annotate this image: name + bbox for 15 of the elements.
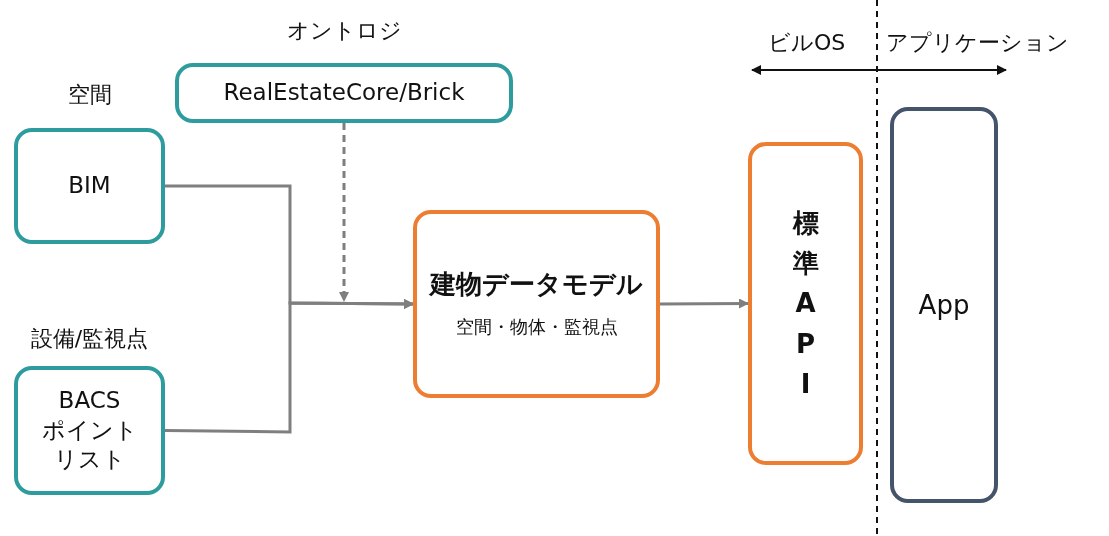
node-label: BACSポイントリスト	[41, 385, 138, 475]
arrow	[339, 123, 349, 302]
arrow	[660, 298, 749, 309]
node-label: RealEstateCore/Brick	[222, 78, 466, 108]
node-label: BIM	[67, 171, 112, 201]
node-label: 建物データモデル	[430, 268, 643, 301]
node-heading: 空間	[67, 81, 112, 109]
node-label: App	[918, 288, 970, 322]
layer-label: アプリケーション	[886, 29, 1069, 57]
node-heading: 設備/監視点	[30, 325, 149, 353]
node-label: 空間・物体・監視点	[455, 314, 618, 339]
node-label: 標準API	[792, 206, 819, 401]
arrow	[165, 298, 414, 434]
layer-label: ビルOS	[768, 29, 846, 57]
node-heading: オントロジ	[286, 17, 402, 45]
